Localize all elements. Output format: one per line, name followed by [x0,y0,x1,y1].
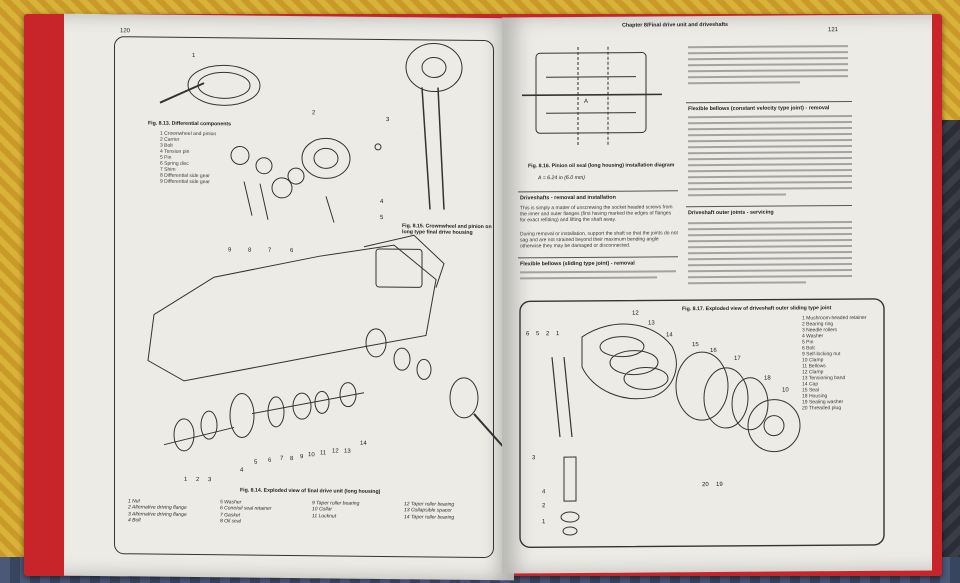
text-note: During removal or installation, support … [520,230,678,250]
svg-text:12: 12 [332,448,339,454]
section-flexible-bellows: Flexible bellows (sliding type joint) - … [520,260,635,268]
svg-text:5: 5 [254,460,258,466]
svg-text:6: 6 [290,248,294,254]
right-page: Chapter 8/Final drive unit and driveshaf… [502,14,932,574]
left-page: 120 [64,13,514,581]
svg-text:13: 13 [648,320,655,326]
svg-text:4: 4 [240,467,244,473]
svg-text:3: 3 [532,455,536,461]
svg-text:8: 8 [290,456,294,462]
svg-text:2: 2 [542,503,546,509]
svg-text:10: 10 [782,387,789,393]
svg-text:6: 6 [268,458,272,464]
svg-text:4: 4 [380,199,384,205]
book-cover: 1 20 [24,13,942,581]
svg-text:2: 2 [546,331,550,337]
svg-text:19: 19 [716,482,723,488]
text-block-joints [688,221,852,288]
svg-text:13: 13 [344,449,351,455]
section-driveshafts-removal: Driveshafts - removal and installation [520,194,616,202]
svg-text:5: 5 [380,215,384,221]
svg-text:2: 2 [196,477,200,483]
svg-text:17: 17 [734,356,741,362]
svg-text:3: 3 [386,117,390,123]
svg-text:3: 3 [208,477,212,483]
svg-text:A: A [584,99,588,105]
svg-text:9: 9 [228,247,232,253]
svg-text:5: 5 [536,331,540,337]
svg-text:1: 1 [192,53,196,59]
svg-text:11: 11 [320,450,327,456]
text-block-bellows [520,270,676,283]
text-intro: This is simply a matter of unscrewing th… [520,204,673,224]
fig-815-caption: Fig. 8.15. Crownwheel and pinion on long… [402,223,492,237]
section-outer-joints: Driveshaft outer joints - servicing [688,209,774,217]
svg-text:18: 18 [764,376,771,382]
fig-817-legend: 1 Mushroom-headed retainer 2 Bearing rin… [802,314,867,412]
svg-text:1: 1 [556,331,560,337]
svg-text:15: 15 [692,342,699,348]
text-block-const [688,115,852,200]
svg-text:12: 12 [632,311,639,317]
section-flexible-const: Flexible bellows (constant velocity type… [688,105,830,113]
svg-text:14: 14 [360,441,367,447]
svg-text:1: 1 [184,477,188,483]
fig-814-legend: 1 Nut 5 Washer 9 Taper roller bearing 12… [128,498,455,525]
svg-text:1: 1 [542,519,546,525]
svg-text:4: 4 [542,489,546,495]
svg-text:16: 16 [710,348,717,354]
fig-813-caption: Fig. 8.13. Differential components [148,120,232,128]
fig-816-caption: Fig. 8.16. Pinion oil seal (long housing… [528,162,675,170]
svg-text:6: 6 [526,331,530,337]
svg-text:9: 9 [300,454,304,460]
fig-813-legend: 1 Crownwheel and pinion 2 Carrier 3 Bolt… [160,130,217,186]
fig-816-formula: A = 6.24 in (6.0 mm) [538,174,585,182]
svg-text:10: 10 [308,452,315,458]
svg-text:7: 7 [268,248,272,254]
svg-text:8: 8 [248,248,252,254]
svg-text:7: 7 [280,456,284,462]
svg-text:2: 2 [312,110,316,116]
text-block-top [688,45,848,88]
svg-text:20: 20 [702,482,709,488]
svg-text:14: 14 [666,332,673,338]
